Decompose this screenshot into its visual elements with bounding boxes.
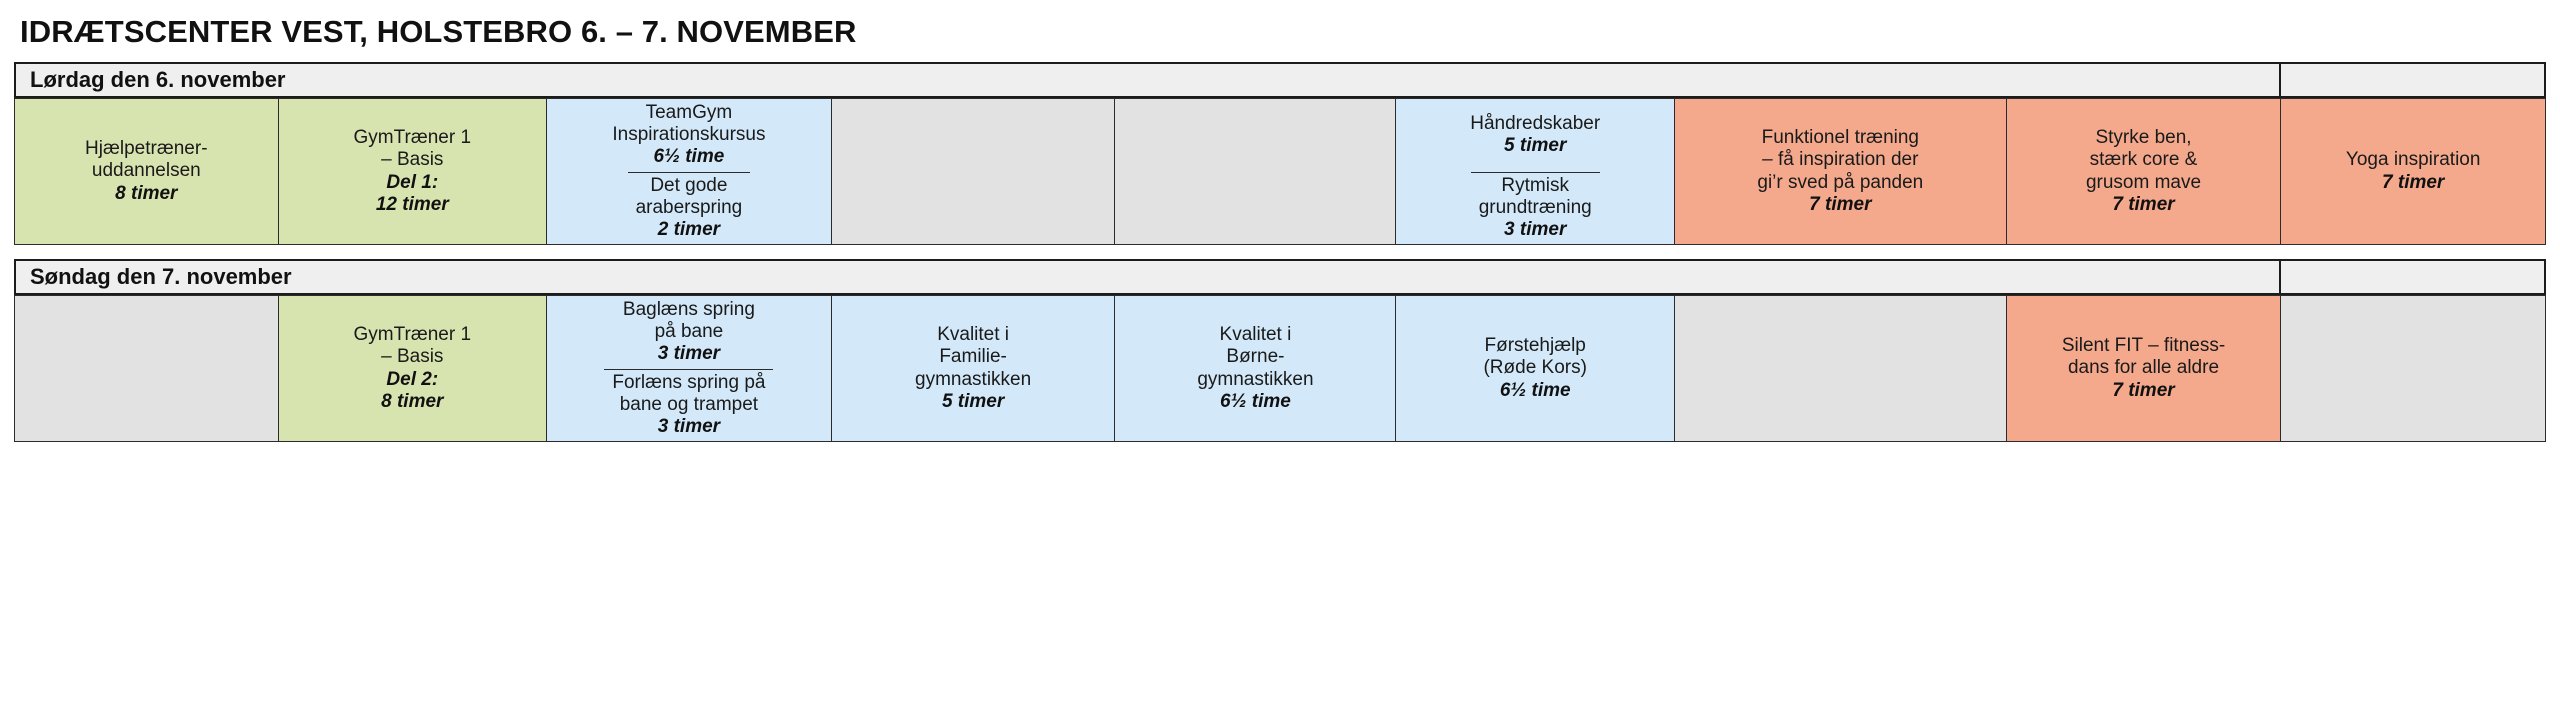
course-cell[interactable]: Kvalitet i Børne- gymnastikken 6½ time <box>1115 295 1397 442</box>
course-cell[interactable]: Styrke ben, stærk core & grusom mave 7 t… <box>2006 98 2282 245</box>
course-title: Funktionel træning – få inspiration der … <box>1757 126 1924 193</box>
course-subcell[interactable]: Baglæns spring på bane 3 timer <box>614 296 763 369</box>
course-title: Yoga inspiration <box>2345 149 2481 171</box>
course-hours: 6½ time <box>1220 390 1291 412</box>
course-cell-empty <box>2281 295 2546 442</box>
course-hours: Del 2: 8 timer <box>381 368 444 412</box>
course-hours: 5 timer <box>941 390 1005 412</box>
course-title: Håndredskaber <box>1470 112 1601 134</box>
course-hours: 8 timer <box>115 182 178 204</box>
course-cell-empty <box>14 295 279 442</box>
course-hours: 7 timer <box>2112 193 2175 215</box>
course-hours: 7 timer <box>2382 171 2445 193</box>
course-cell-split[interactable]: Håndredskaber 5 timer Rytmisk grundtræni… <box>1396 98 1675 245</box>
day-header-tail-saturday <box>2281 62 2546 98</box>
course-cell[interactable]: Hjælpetræner- uddannelsen 8 timer <box>14 98 279 245</box>
course-hours: 5 timer <box>1504 135 1567 157</box>
course-hours: 6½ time <box>653 146 725 168</box>
course-hours: Del 1: 12 timer <box>375 171 449 215</box>
course-title: Baglæns spring på bane <box>622 298 755 343</box>
course-cell[interactable]: GymTræner 1 – Basis Del 2: 8 timer <box>278 295 547 442</box>
course-title: GymTræner 1 – Basis <box>353 323 472 368</box>
course-hours: 3 timer <box>1504 219 1567 241</box>
course-cell-split[interactable]: TeamGym Inspirationskursus 6½ time Det g… <box>546 98 832 245</box>
day-header-label-saturday: Lørdag den 6. november <box>14 62 2282 98</box>
course-cell[interactable]: Funktionel træning – få inspiration der … <box>1674 98 2007 245</box>
course-cell-split[interactable]: Baglæns spring på bane 3 timer Forlæns s… <box>546 295 832 442</box>
course-subcell[interactable]: Håndredskaber 5 timer <box>1462 99 1609 172</box>
course-subcell[interactable]: Forlæns spring på bane og trampet 3 time… <box>604 368 774 441</box>
course-row-sunday: GymTræner 1 – Basis Del 2: 8 timer Baglæ… <box>14 295 2546 442</box>
course-title: Det gode araberspring <box>635 174 743 219</box>
course-hours: 2 timer <box>657 219 721 241</box>
course-title: Kvalitet i Familie- gymnastikken <box>915 323 1032 390</box>
course-cell[interactable]: Yoga inspiration 7 timer <box>2281 98 2546 245</box>
course-hours: 3 timer <box>657 416 721 438</box>
course-title: Førstehjælp (Røde Kors) <box>1483 334 1587 379</box>
course-title: Kvalitet i Børne- gymnastikken <box>1197 323 1314 390</box>
course-row-saturday: Hjælpetræner- uddannelsen 8 timer GymTræ… <box>14 98 2546 245</box>
course-subcell[interactable]: Rytmisk grundtræning 3 timer <box>1470 171 1600 244</box>
course-cell-empty <box>831 98 1116 245</box>
course-cell-empty <box>1674 295 2007 442</box>
course-hours: 6½ time <box>1499 379 1571 401</box>
course-cell[interactable]: GymTræner 1 – Basis Del 1: 12 timer <box>278 98 547 245</box>
course-cell[interactable]: Førstehjælp (Røde Kors) 6½ time <box>1396 295 1675 442</box>
course-subcell[interactable]: Det gode araberspring 2 timer <box>627 171 751 244</box>
day-header-row-sunday: Søndag den 7. november <box>14 259 2546 295</box>
course-title: Hjælpetræner- uddannelsen <box>85 137 208 182</box>
day-header-row-saturday: Lørdag den 6. november <box>14 62 2546 98</box>
course-hours: 7 timer <box>1809 193 1872 215</box>
course-title: TeamGym Inspirationskursus <box>612 101 766 146</box>
course-cell[interactable]: Kvalitet i Familie- gymnastikken 5 timer <box>831 295 1116 442</box>
course-title: Styrke ben, stærk core & grusom mave <box>2085 126 2202 193</box>
page-title: IDRÆTSCENTER VEST, HOLSTEBRO 6. – 7. NOV… <box>20 14 857 49</box>
course-cell-empty <box>1115 98 1397 245</box>
day-header-label-sunday: Søndag den 7. november <box>14 259 2282 295</box>
course-title: Silent FIT – fitness- dans for alle aldr… <box>2061 334 2226 379</box>
course-hours: 3 timer <box>657 343 721 365</box>
course-title: Forlæns spring på bane og trampet <box>612 371 766 416</box>
course-title: Rytmisk grundtræning <box>1478 174 1592 219</box>
day-header-tail-sunday <box>2281 259 2546 295</box>
day-block-saturday: Lørdag den 6. november Hjælpetræner- udd… <box>14 62 2546 245</box>
course-cell[interactable]: Silent FIT – fitness- dans for alle aldr… <box>2006 295 2282 442</box>
day-block-sunday: Søndag den 7. november GymTræner 1 – Bas… <box>14 259 2546 442</box>
course-hours: 7 timer <box>2112 379 2175 401</box>
course-title: GymTræner 1 – Basis <box>353 126 472 171</box>
course-subcell[interactable]: TeamGym Inspirationskursus 6½ time <box>604 99 774 172</box>
